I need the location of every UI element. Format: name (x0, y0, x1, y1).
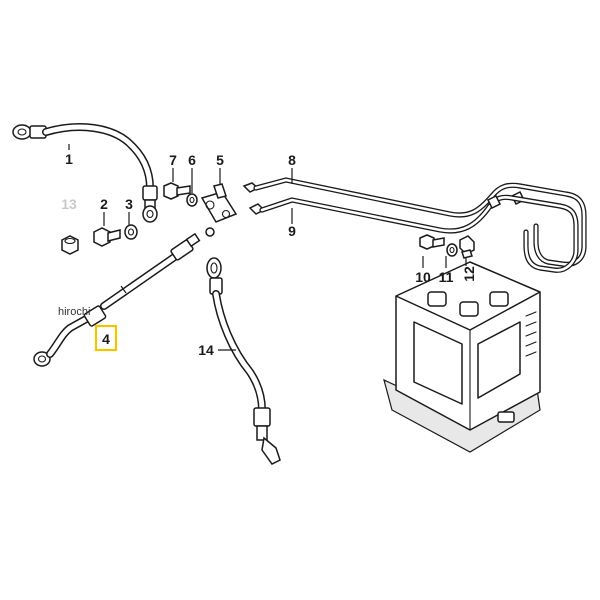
callout-11: 11 (439, 269, 454, 285)
part-7-bolt[interactable] (163, 182, 191, 200)
part-9-brake-line[interactable] (248, 194, 579, 273)
part-5-bracket[interactable] (200, 183, 238, 223)
part-4-brake-hose[interactable] (33, 227, 215, 367)
part-1-brake-hose[interactable] (12, 123, 158, 223)
callout-8: 8 (288, 152, 296, 168)
callout-4-highlight[interactable]: 4 (94, 324, 118, 352)
callout-12: 12 (461, 266, 477, 282)
callout-3: 3 (125, 196, 133, 212)
callout-13: 13 (61, 196, 77, 212)
callout-10: 10 (415, 269, 431, 285)
highlight-box (94, 324, 118, 352)
part-12-fitting[interactable] (459, 235, 475, 259)
abs-unit (383, 261, 541, 453)
part-14-brake-hose[interactable] (206, 257, 281, 465)
leader-lines (68, 144, 467, 351)
callout-5: 5 (216, 152, 224, 168)
callout-2: 2 (100, 196, 108, 212)
callout-14: 14 (198, 342, 214, 358)
watermark-text: hirochi (58, 306, 90, 318)
part-2-banjo-bolt[interactable] (93, 227, 121, 247)
part-6-washer[interactable] (186, 193, 198, 207)
part-11-washer[interactable] (446, 243, 458, 257)
part-13-nut[interactable] (61, 235, 79, 255)
callout-4: 4 (102, 331, 110, 347)
callout-1: 1 (65, 151, 73, 167)
callout-6: 6 (188, 152, 196, 168)
part-10-bolt[interactable] (419, 234, 445, 250)
callout-7: 7 (169, 152, 177, 168)
callout-9: 9 (288, 223, 296, 239)
part-3-washer[interactable] (124, 224, 138, 240)
